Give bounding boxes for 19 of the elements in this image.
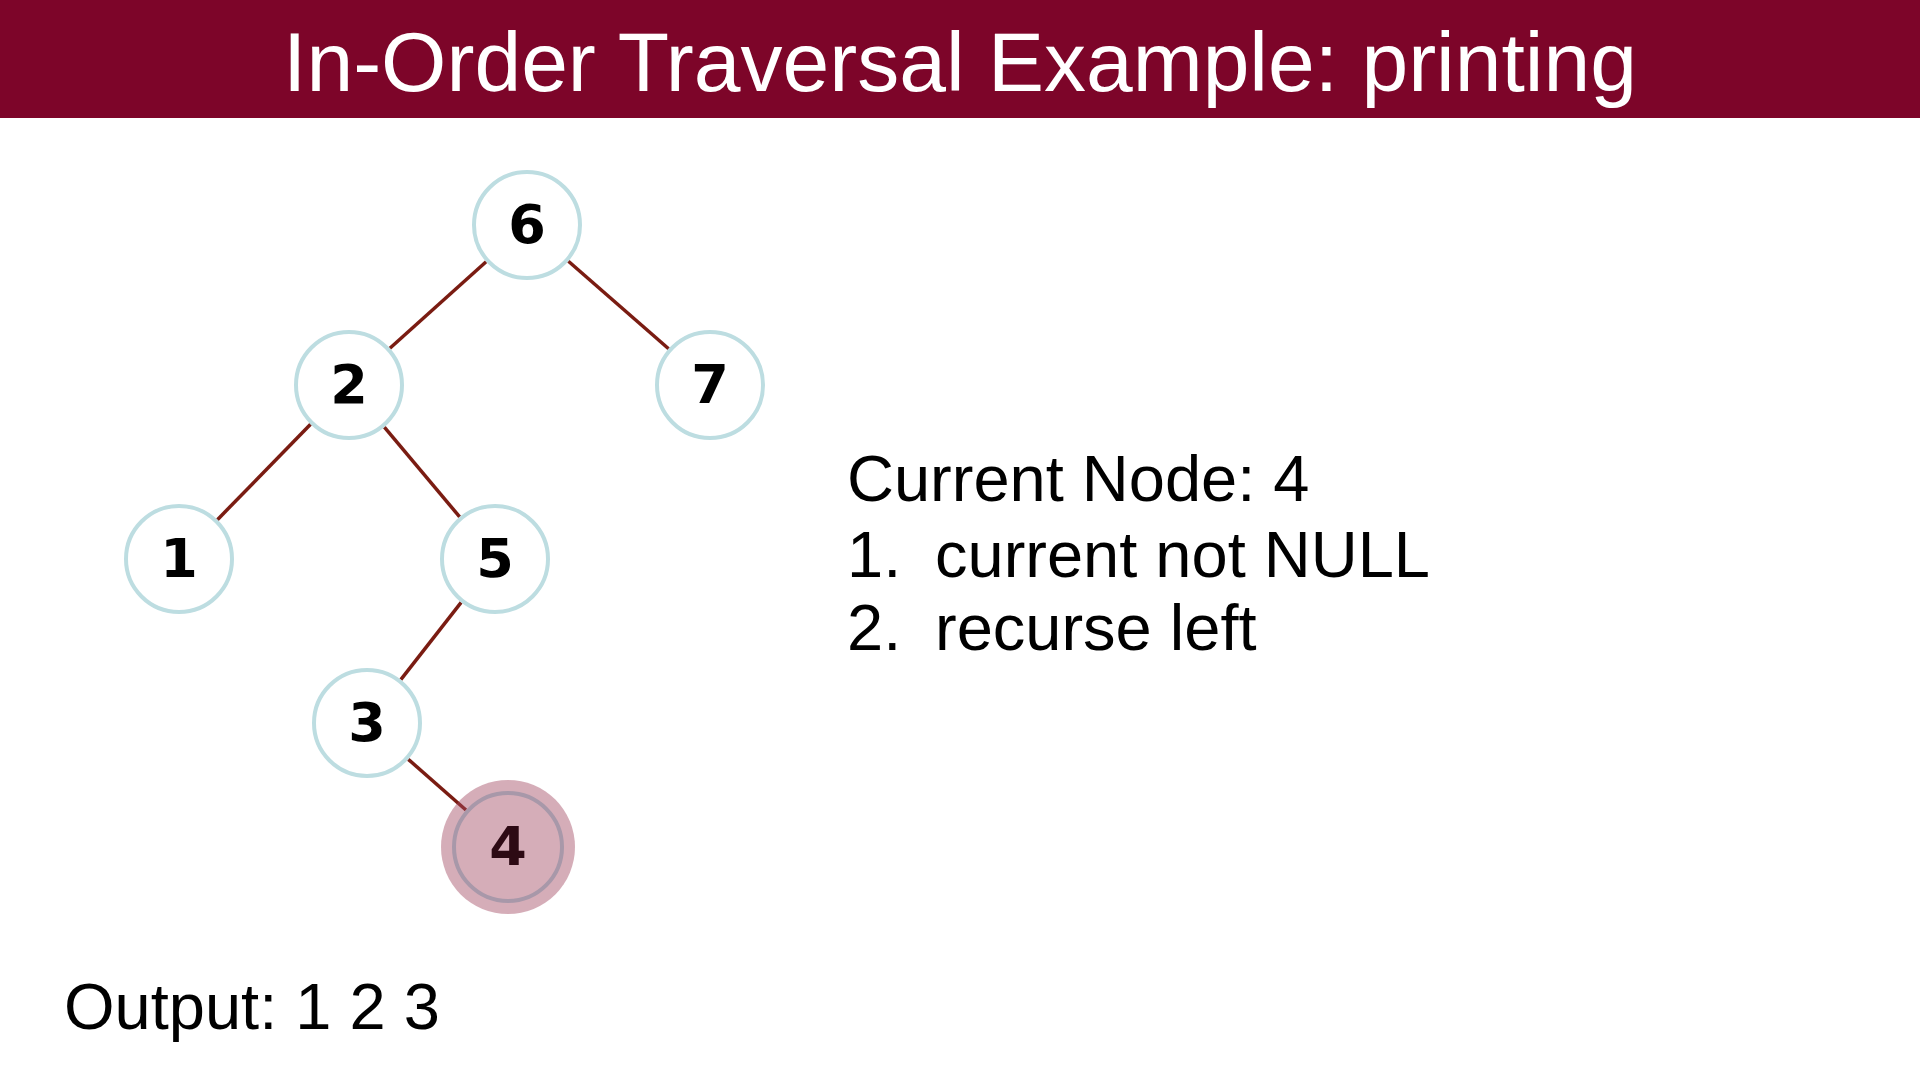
list-number: 1. xyxy=(847,522,902,587)
tree-edge xyxy=(407,758,468,812)
current-node-text: Current Node: 4 xyxy=(847,446,1310,511)
node-value: 4 xyxy=(489,820,527,874)
node-value: 3 xyxy=(348,696,386,750)
tree-edge xyxy=(383,426,461,518)
tree-edge xyxy=(216,423,312,521)
node-value: 5 xyxy=(476,532,514,586)
node-value: 6 xyxy=(508,198,546,252)
step-text: recurse left xyxy=(935,595,1257,660)
tree-edge xyxy=(388,260,488,350)
node-value: 7 xyxy=(691,358,729,412)
tree-edge xyxy=(399,601,463,681)
highlighted-tree-node xyxy=(452,791,564,903)
tree-edge xyxy=(567,259,670,351)
node-value: 2 xyxy=(330,358,368,412)
list-number: 2. xyxy=(847,595,902,660)
node-value: 1 xyxy=(160,532,198,586)
step-text: current not NULL xyxy=(935,522,1430,587)
